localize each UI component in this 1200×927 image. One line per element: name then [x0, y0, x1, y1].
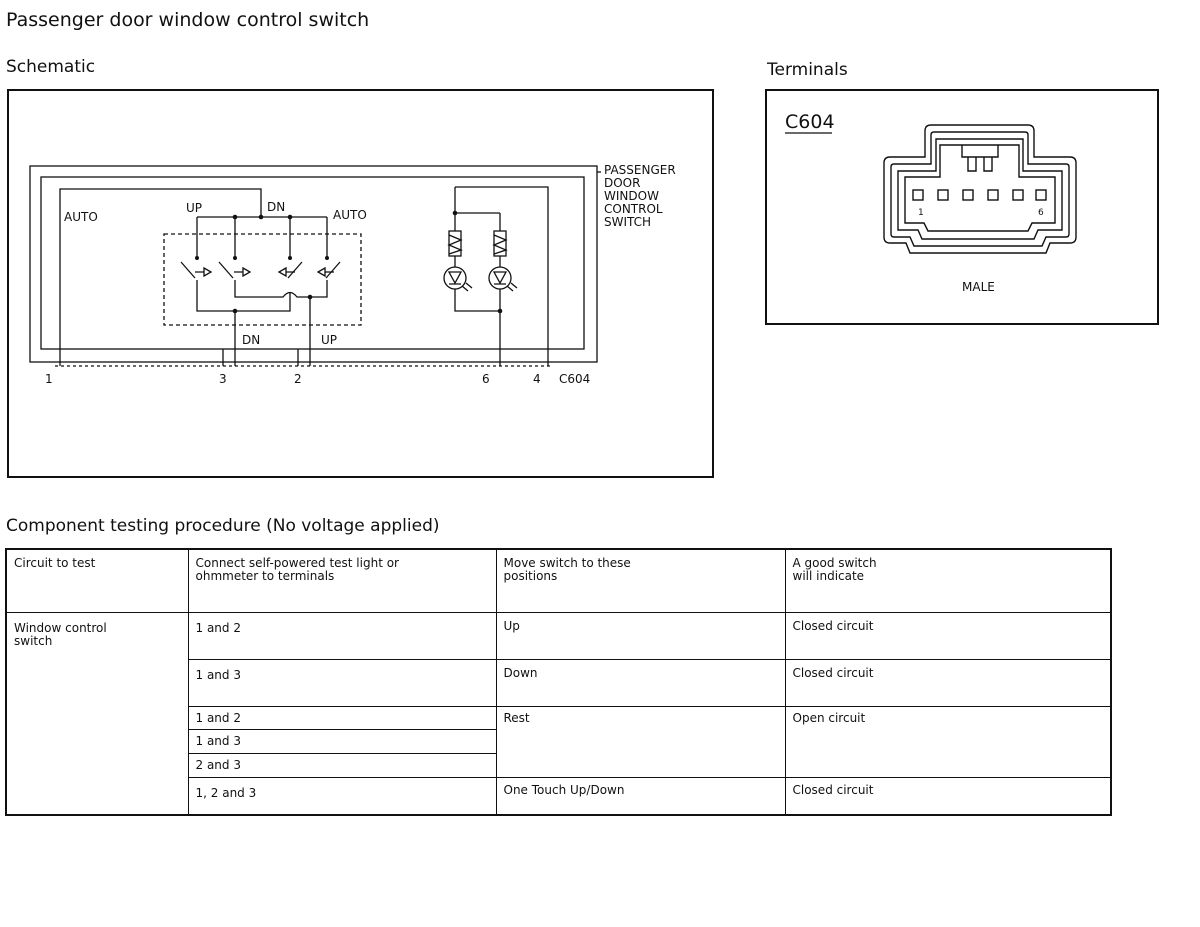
table-row: 1 and 3 Down Closed circuit	[6, 658, 1112, 707]
procedure-table: Circuit to test Connect self-powered tes…	[5, 548, 1112, 816]
page-title: Passenger door window control switch	[6, 9, 370, 31]
schematic-diagram: AUTO UP DN AUTO DN UP PASSENGER DOOR WIN…	[7, 89, 714, 478]
result-cell: Open circuit	[784, 705, 1112, 778]
circuit-cell: Window control switch	[5, 611, 189, 816]
terminals-cell: 1, 2 and 3	[187, 776, 497, 816]
label-up-top: UP	[186, 201, 202, 215]
terminals-frame	[765, 89, 1159, 325]
header-terminals: Connect self-powered test light or ohmme…	[187, 548, 497, 613]
switch-name-line-5: SWITCH	[604, 215, 651, 229]
table-row: 1, 2 and 3 One Touch Up/Down Closed circ…	[6, 776, 1112, 816]
result-cell: Closed circuit	[784, 658, 1112, 707]
position-cell: Up	[495, 611, 786, 660]
terminals-cell: 1 and 3	[187, 728, 497, 754]
terminals-heading: Terminals	[767, 60, 848, 80]
terminals-cell: 2 and 3	[187, 752, 497, 778]
table-row: Window control switch 1 and 2 Up Closed …	[5, 611, 1112, 816]
procedure-heading: Component testing procedure (No voltage …	[6, 516, 440, 536]
terminal-connector-id: C604	[785, 111, 835, 133]
schematic-heading: Schematic	[6, 57, 96, 77]
gender-label: MALE	[962, 280, 995, 294]
pin-first-label: 1	[918, 208, 924, 218]
switch-name-line-3: WINDOW	[604, 189, 659, 203]
label-up-bottom: UP	[321, 333, 337, 347]
table-row: 1 and 3	[6, 728, 1111, 754]
pin-label-2: 2	[294, 372, 302, 386]
terminals-diagram: C604 1 6 MALE	[765, 89, 1159, 325]
label-dn-bottom: DN	[242, 333, 260, 347]
pin-last-label: 6	[1038, 208, 1044, 218]
connector-pins	[912, 189, 1047, 201]
resistor-left	[448, 230, 462, 257]
result-cell: Closed circuit	[784, 776, 1112, 816]
header-positions: Move switch to these positions	[495, 548, 786, 613]
wire-lower-links	[196, 280, 328, 312]
pin-label-6: 6	[482, 372, 490, 386]
switch-name-line-4: CONTROL	[604, 202, 663, 216]
terminals-cell: 1 and 2	[187, 705, 497, 730]
junction-dots	[195, 210, 503, 314]
pin-label-4: 4	[533, 372, 541, 386]
led-right	[488, 266, 512, 290]
label-auto-right: AUTO	[333, 208, 367, 222]
switch-housing-inner	[40, 176, 585, 350]
header-circuit: Circuit to test	[5, 548, 189, 613]
position-cell: One Touch Up/Down	[495, 776, 786, 816]
table-header-row: Circuit to test Connect self-powered tes…	[5, 548, 1112, 613]
connector-outline	[883, 124, 1077, 254]
switch-module-box	[163, 233, 362, 326]
resistor-right	[493, 230, 507, 257]
terminals-cell: 1 and 3	[187, 658, 497, 707]
label-dn-top: DN	[267, 200, 285, 214]
schematic-frame	[7, 89, 714, 478]
switch-housing-outer	[29, 165, 598, 363]
position-cell: Rest	[495, 705, 786, 778]
pin-label-3: 3	[219, 372, 227, 386]
label-auto-left: AUTO	[64, 210, 98, 224]
position-cell: Down	[495, 658, 786, 707]
switch-name-line-1: PASSENGER	[604, 163, 676, 177]
wire-terminal-1	[59, 188, 262, 366]
terminals-cell: 1 and 2	[187, 611, 497, 660]
switch-actuators	[195, 266, 334, 278]
pin-label-1: 1	[45, 372, 53, 386]
result-cell: Closed circuit	[784, 611, 1112, 660]
switch-contacts	[180, 261, 341, 279]
wire-led-branch	[454, 186, 549, 366]
led-left	[443, 266, 467, 290]
connector-label: C604	[559, 372, 590, 386]
header-result: A good switch will indicate	[784, 548, 1112, 613]
table-row: 2 and 3	[6, 752, 1111, 778]
wire-drops	[196, 217, 328, 258]
switch-name-line-2: DOOR	[604, 176, 640, 190]
